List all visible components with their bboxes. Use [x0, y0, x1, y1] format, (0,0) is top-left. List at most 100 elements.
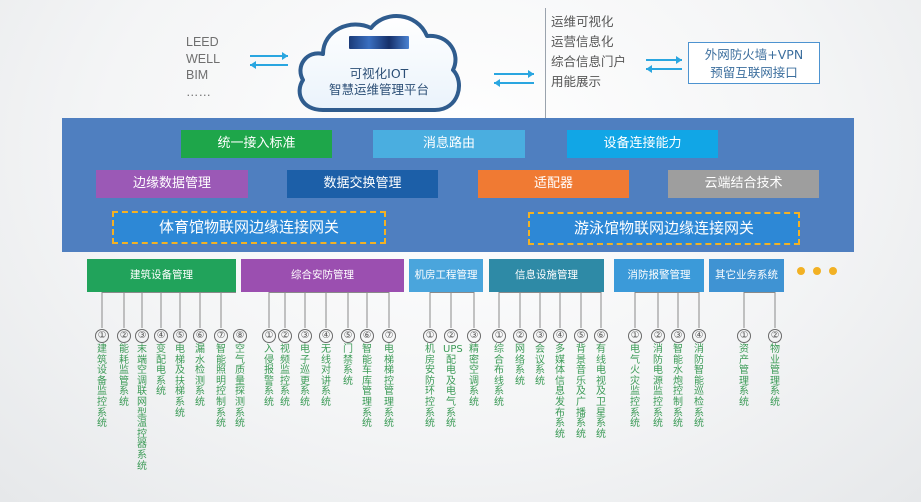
category-connector	[101, 292, 236, 328]
subsystem-label: 电梯及扶梯系统	[175, 344, 185, 419]
subsystem-number: ①	[95, 329, 109, 343]
category-fire-alarm: 消防报警管理	[614, 259, 704, 292]
application-item: 运营信息化	[551, 34, 614, 49]
subsystem-number: ②	[444, 329, 458, 343]
standard-item: BIM	[186, 68, 209, 82]
application-item: 综合信息门户	[551, 54, 627, 69]
subsystem-label: 精密空调系统	[469, 344, 479, 408]
gateway-natatorium: 游泳馆物联网边缘连接网关	[528, 212, 800, 245]
subsystem-number: ⑤	[173, 329, 187, 343]
subsystem-number: ②	[768, 329, 782, 343]
application-list: 运维可视化 运营信息化 综合信息门户 用能展示	[551, 12, 626, 92]
dot	[797, 267, 805, 275]
standards-list: LEED WELL BIM ……	[186, 34, 246, 100]
application-item: 运维可视化	[551, 14, 614, 29]
subsystem-number: ⑤	[574, 329, 588, 343]
application-item: 用能展示	[551, 74, 602, 89]
subsystem-label: 漏水检测系统	[195, 344, 205, 408]
subsystem-label: 建筑设备监控系统	[97, 344, 107, 430]
subsystem-label: 智能照明控制系统	[216, 344, 226, 430]
category-machine-room: 机房工程管理	[409, 259, 483, 292]
subsystem-label: 入侵报警系统	[264, 344, 274, 408]
subsystem-number: ⑧	[233, 329, 247, 343]
subsystem-number: ⑥	[360, 329, 374, 343]
subsystem-number: ①	[423, 329, 437, 343]
subsystem-label: 会议系统	[535, 344, 545, 387]
subsystem-label: 空气质量探测系统	[235, 344, 245, 430]
category-connector	[268, 292, 390, 328]
subsystem-label: 变配电系统	[156, 344, 166, 398]
platform-title-line: 可视化IOT	[349, 66, 409, 81]
platform-screenshot-thumbnail	[349, 36, 409, 49]
cloud-icon	[297, 14, 461, 112]
standard-item: ……	[186, 84, 211, 99]
subsystem-label: 资产管理系统	[739, 344, 749, 408]
subsystem-number: ④	[319, 329, 333, 343]
subsystem-number: ⑥	[193, 329, 207, 343]
subsystem-number: ①	[262, 329, 276, 343]
firewall-line: 预留互联网接口	[710, 65, 798, 80]
subsystem-number: ④	[154, 329, 168, 343]
category-info-facility: 信息设施管理	[489, 259, 604, 292]
capability-edge-data: 边缘数据管理	[96, 170, 248, 198]
subsystem-label: 网络系统	[515, 344, 525, 387]
category-other-business: 其它业务系统	[709, 259, 784, 292]
subsystem-label: 无线对讲系统	[321, 344, 331, 408]
subsystem-label: 门禁系统	[343, 344, 353, 387]
capability-cloud-integration: 云端结合技术	[668, 170, 819, 198]
subsystem-number: ⑥	[594, 329, 608, 343]
subsystem-number: ④	[553, 329, 567, 343]
subsystem-label: 智能车库管理系统	[362, 344, 372, 430]
subsystem-number: ①	[628, 329, 642, 343]
firewall-box: 外网防火墙+VPN 预留互联网接口	[688, 42, 820, 84]
subsystem-number: ⑦	[214, 329, 228, 343]
subsystem-label: 电气火灾监控系统	[630, 344, 640, 430]
subsystem-number: ③	[533, 329, 547, 343]
subsystem-number: ⑦	[382, 329, 396, 343]
subsystem-label: 有线电视及卫星系统	[596, 344, 606, 440]
platform-title-line: 智慧运维管理平台	[328, 82, 429, 97]
subsystem-label: 多媒体信息发布系统	[555, 344, 565, 440]
subsystem-label: UPS配电及电气系统	[443, 344, 463, 430]
capability-adapter: 适配器	[478, 170, 629, 198]
category-connector	[429, 292, 475, 328]
subsystem-label: 电子巡更系统	[300, 344, 310, 408]
subsystem-label: 综合布线系统	[494, 344, 504, 408]
category-connector	[634, 292, 700, 328]
subsystem-number: ③	[467, 329, 481, 343]
dot	[829, 267, 837, 275]
subsystem-number: ②	[651, 329, 665, 343]
capability-data-exchange: 数据交换管理	[287, 170, 438, 198]
subsystem-label: 消防智能巡检系统	[694, 344, 704, 430]
subsystem-number: ③	[135, 329, 149, 343]
bidirectional-arrow-icon	[646, 56, 682, 73]
platform-title: 可视化IOT 智慧运维管理平台	[300, 66, 458, 98]
capability-device-connection: 设备连接能力	[567, 130, 718, 158]
category-connector	[498, 292, 602, 328]
subsystem-number: ①	[737, 329, 751, 343]
divider	[545, 8, 546, 120]
subsystem-label: 视频监控系统	[280, 344, 290, 408]
dot	[813, 267, 821, 275]
